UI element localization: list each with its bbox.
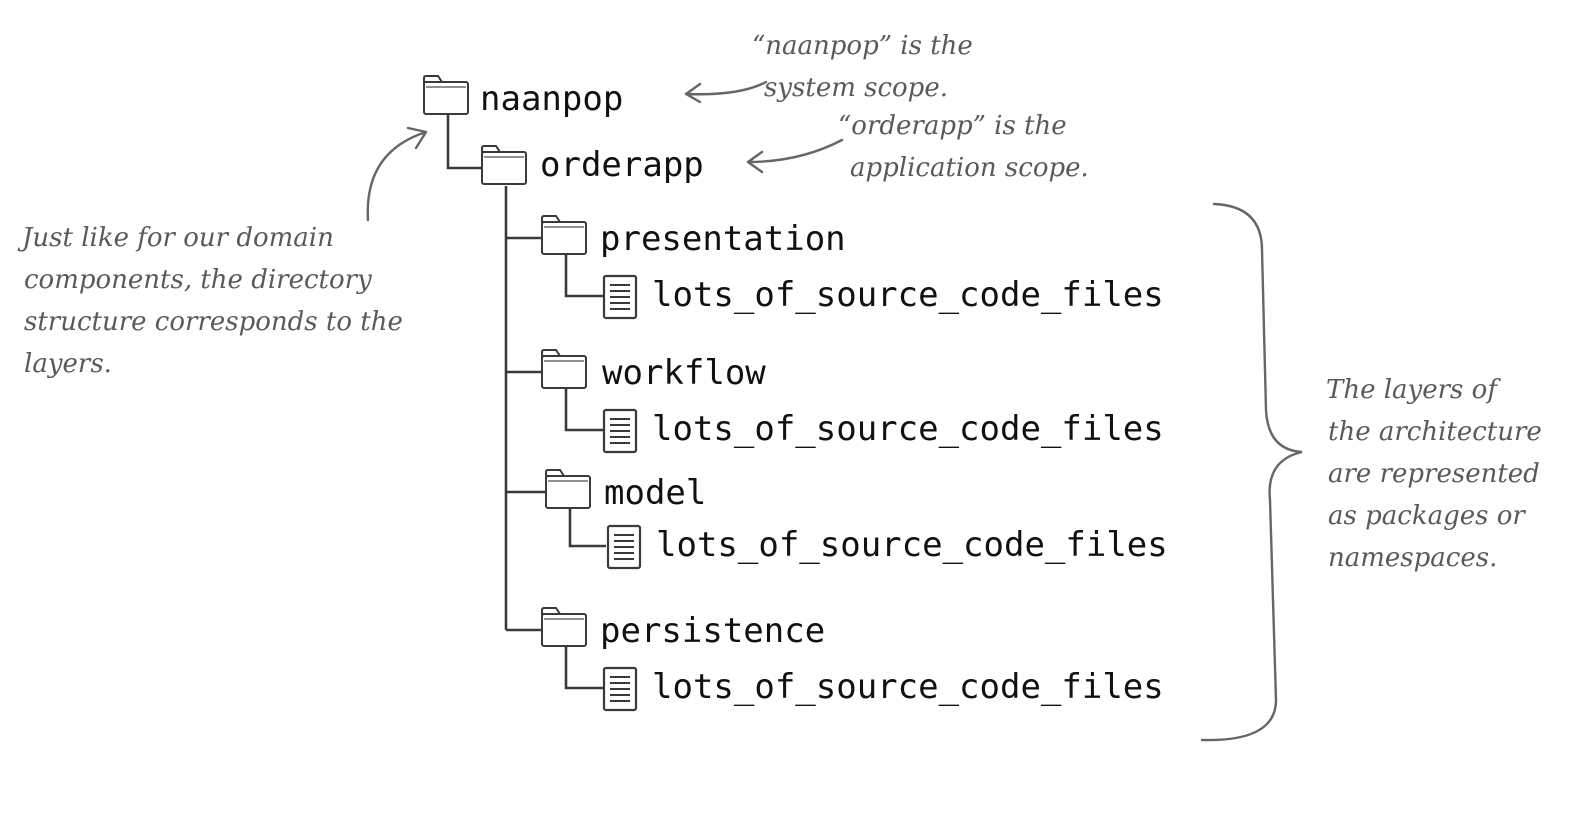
file-label: lots_of_source_code_files xyxy=(652,275,1164,315)
layer-folder-label: presentation xyxy=(600,219,846,259)
layer-folder-label: persistence xyxy=(600,611,825,651)
annotation-line: components, the directory xyxy=(24,265,372,295)
folder-icon xyxy=(541,607,587,647)
tree-node-layer: presentation lots_of_source_code_files xyxy=(541,215,1164,320)
folder-icon xyxy=(545,469,591,509)
tree-node-layer: persistence lots_of_source_code_files xyxy=(541,607,1164,712)
layer-folder-label: model xyxy=(604,473,706,513)
folder-icon xyxy=(423,75,469,115)
tree-node-layer: workflow lots_of_source_code_files xyxy=(541,349,1164,454)
annotation-line: the architecture xyxy=(1328,417,1542,447)
curly-brace-icon xyxy=(1200,202,1303,742)
tree-connectors xyxy=(446,112,606,690)
file-label: lots_of_source_code_files xyxy=(656,525,1168,565)
folder-icon xyxy=(541,215,587,255)
annotation-line: structure corresponds to the xyxy=(24,307,403,337)
folder-icon xyxy=(481,145,527,185)
root-folder-label: naanpop xyxy=(480,79,623,119)
file-icon xyxy=(602,274,638,320)
arrow-icon xyxy=(684,80,768,104)
file-icon xyxy=(606,524,642,570)
app-folder-label: orderapp xyxy=(540,145,704,185)
application-scope-annotation: “orderapp” is the application scope. xyxy=(746,111,1089,183)
folder-icon xyxy=(541,349,587,389)
file-label: lots_of_source_code_files xyxy=(652,409,1164,449)
annotation-line: The layers of xyxy=(1326,375,1501,405)
layers-note-annotation: The layers of the architecture are repre… xyxy=(1326,375,1542,573)
annotation-line: “orderapp” is the xyxy=(838,111,1067,141)
annotation-line: namespaces. xyxy=(1328,543,1497,573)
arrow-icon xyxy=(746,138,844,174)
file-icon xyxy=(602,408,638,454)
annotation-line: application scope. xyxy=(850,153,1089,183)
layer-folder-label: workflow xyxy=(602,353,766,393)
directory-note-annotation: Just like for our domain components, the… xyxy=(17,126,428,379)
system-scope-annotation: “naanpop” is the system scope. xyxy=(684,31,973,104)
annotation-line: as packages or xyxy=(1328,501,1526,531)
tree-node-root: naanpop xyxy=(423,75,623,119)
file-icon xyxy=(602,666,638,712)
annotation-line: system scope. xyxy=(764,73,948,103)
file-label: lots_of_source_code_files xyxy=(652,667,1164,707)
annotation-line: are represented xyxy=(1328,459,1540,489)
annotation-line: Just like for our domain xyxy=(17,223,334,253)
tree-node-layer: model lots_of_source_code_files xyxy=(545,469,1168,570)
annotation-line: “naanpop” is the xyxy=(752,31,973,61)
tree-node-app: orderapp xyxy=(481,145,704,185)
arrow-icon xyxy=(366,126,428,222)
annotation-line: layers. xyxy=(24,349,112,379)
